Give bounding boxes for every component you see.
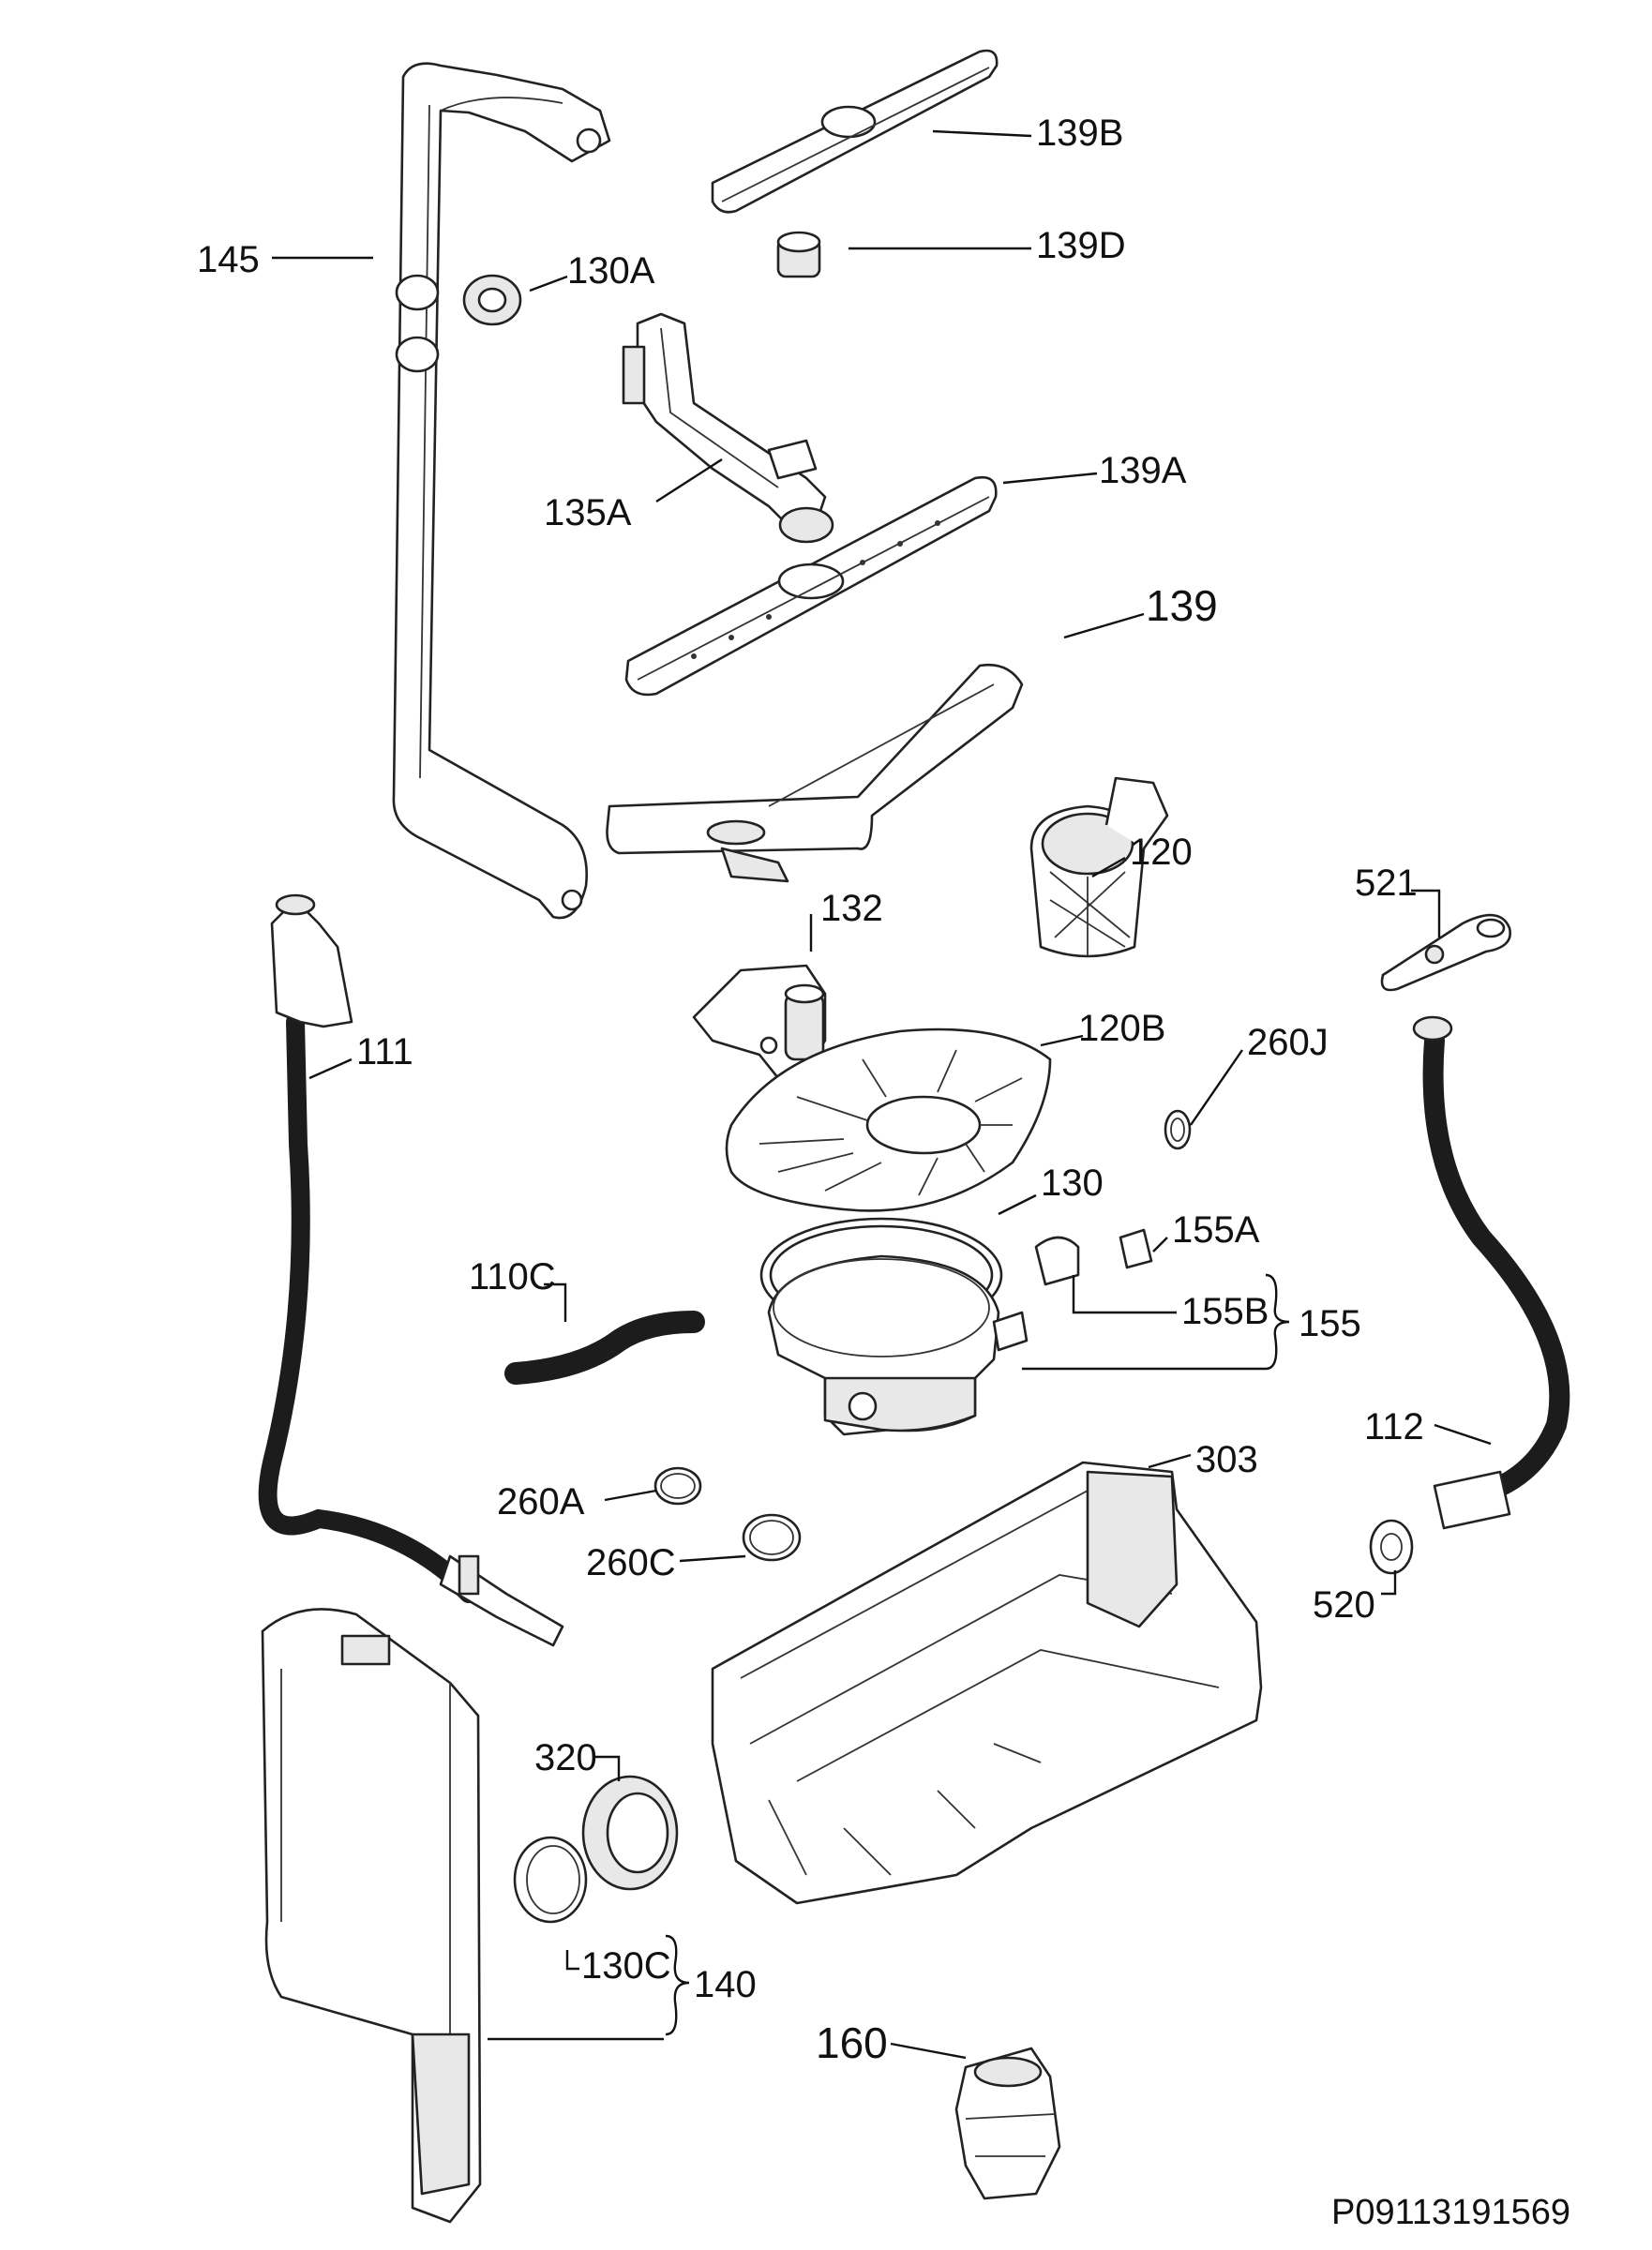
part-320-ring	[581, 1775, 679, 1891]
part-260a-clamp	[653, 1466, 702, 1506]
label-132: 132	[820, 888, 883, 929]
part-155-sump	[767, 1228, 1153, 1436]
label-155a: 155A	[1172, 1209, 1260, 1251]
part-120-filter	[1029, 776, 1169, 958]
label-260c: 260C	[586, 1542, 676, 1583]
part-160-pump	[954, 2047, 1061, 2200]
part-120b-filter-plate	[725, 1028, 1052, 1212]
part-135a-arm-support	[622, 312, 834, 544]
label-155: 155	[1299, 1303, 1361, 1344]
label-139d: 139D	[1036, 225, 1126, 266]
part-139b-upper-spray-arm	[711, 49, 999, 214]
label-139b: 139B	[1036, 112, 1123, 154]
label-303: 303	[1195, 1439, 1258, 1480]
part-110c-hose	[504, 1311, 705, 1385]
label-110c: 110C	[469, 1256, 556, 1298]
label-260a: 260A	[497, 1481, 585, 1522]
label-112: 112	[1364, 1406, 1424, 1448]
label-521: 521	[1355, 862, 1418, 904]
label-139: 139	[1146, 581, 1218, 630]
callout-labels: 145 130A 139B 139D 135A 139A 139 120 521…	[197, 112, 1570, 2232]
part-132-valve	[692, 964, 827, 1080]
label-135a: 135A	[544, 492, 632, 533]
label-520: 520	[1313, 1584, 1375, 1626]
label-139a: 139A	[1099, 450, 1187, 491]
label-120b: 120B	[1078, 1008, 1165, 1049]
part-130a-seal	[462, 274, 522, 326]
label-140: 140	[694, 1964, 757, 2005]
part-139-lower-spray-arm	[606, 663, 1024, 883]
part-303-base	[711, 1461, 1263, 1905]
label-155b: 155B	[1181, 1291, 1269, 1332]
part-521-clip	[1380, 913, 1511, 992]
part-111-drain-hose	[258, 893, 564, 1647]
label-120: 120	[1130, 832, 1193, 873]
part-145-spray-tube	[392, 62, 611, 920]
label-320: 320	[534, 1737, 597, 1778]
part-112-inlet-hose	[1412, 1015, 1570, 1530]
label-260j: 260J	[1247, 1022, 1329, 1063]
label-111: 111	[356, 1031, 413, 1072]
part-140-side-panel	[261, 1608, 482, 2224]
label-130a: 130A	[567, 250, 655, 292]
drawing-code: P09113191569	[1331, 2193, 1570, 2232]
label-160: 160	[816, 2018, 888, 2067]
leader-lines	[272, 129, 1492, 2060]
part-260c-clamp	[742, 1513, 802, 1562]
part-260j-clamp	[1164, 1109, 1192, 1150]
label-130c: 130C	[581, 1945, 671, 1987]
label-130: 130	[1041, 1162, 1104, 1204]
part-520-nut	[1369, 1519, 1414, 1575]
part-139d-nozzle	[776, 231, 821, 278]
part-139a-middle-spray-arm	[624, 475, 998, 697]
part-130c-ring	[513, 1836, 588, 1924]
label-145: 145	[197, 239, 260, 280]
